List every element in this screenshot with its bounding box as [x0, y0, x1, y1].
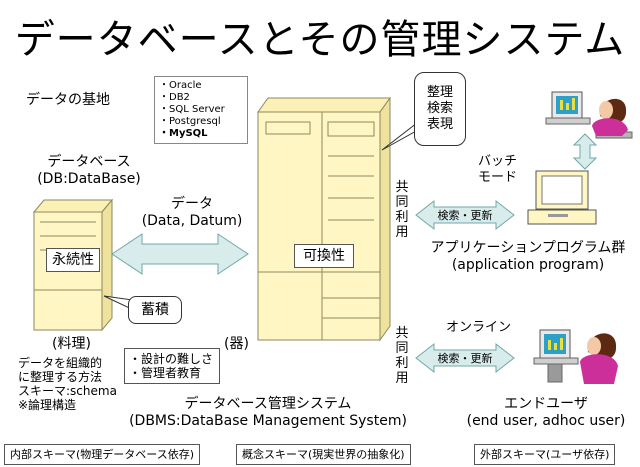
conceptual-schema-label: 概念スキーマ(現実世界の抽象化): [236, 444, 411, 465]
shared-use-char: 同: [395, 341, 409, 356]
callout-line: 検索: [426, 101, 453, 116]
search-update-arrow-top: [415, 199, 515, 231]
dbms-name-label: データベース管理システム (DBMS:DataBase Management S…: [112, 396, 424, 430]
person-top-icon: [545, 91, 633, 139]
vessel-label: (器): [224, 336, 249, 352]
db-heading-line2: (DB:DataBase): [37, 171, 141, 187]
db-heading-line1: データベース: [47, 154, 131, 170]
db-product-item: ・MySQL: [159, 128, 208, 139]
db-product-item: ・DB2: [159, 92, 190, 103]
shared-use-char: 利: [395, 356, 409, 371]
batch-mode-line1: バッチ: [478, 154, 518, 169]
callout-line: 表現: [426, 117, 453, 132]
db-products-list: ・Oracle ・DB2 ・SQL Server ・Postgresql ・My…: [154, 76, 248, 144]
shared-use-char: 用: [395, 225, 409, 240]
cooking-label: (料理): [52, 336, 91, 352]
swappable-label: 可換性: [294, 244, 354, 268]
db-note-line: スキーマ:schema: [18, 384, 117, 398]
data-arrow-line1: データ: [171, 196, 213, 212]
batch-mode-label: バッチ モード: [478, 154, 528, 186]
accumulate-callout: 蓄積: [128, 296, 182, 324]
app-program-line1: アプリケーションプログラム群: [430, 240, 626, 256]
vertical-double-arrow: [572, 133, 598, 170]
end-user-label: エンドユーザ (end user, adhoc user): [456, 396, 636, 430]
page-title: データベースとその管理システム: [14, 17, 626, 63]
dbms-name-line2: (DBMS:DataBase Management System): [129, 413, 407, 429]
dbms-notes-box: ・設計の難しさ ・管理者教育: [124, 348, 220, 384]
shared-use-char: 共: [395, 326, 409, 341]
db-note-line: ※論理構造: [18, 398, 77, 412]
data-arrow-label: データ (Data, Datum): [132, 196, 252, 230]
db-product-item: ・SQL Server: [159, 104, 225, 115]
app-program-label: アプリケーションプログラム群 (application program): [418, 240, 638, 274]
db-product-item: ・Postgresql: [159, 116, 221, 127]
search-update-label-top: 検索・更新: [437, 209, 493, 222]
data-arrow-line2: (Data, Datum): [141, 213, 243, 229]
dbms-server-tower: [257, 96, 391, 342]
dbms-name-line1: データベース管理システム: [184, 396, 352, 412]
dbms-note-line: ・管理者教育: [129, 366, 202, 380]
db-note-line: に整理する方法: [18, 370, 103, 384]
db-product-item: ・Oracle: [159, 80, 202, 91]
search-update-arrow-bottom: [415, 342, 515, 374]
shared-use-char: 共: [395, 180, 409, 195]
data-double-arrow: [111, 233, 249, 275]
shared-use-bottom: 共 同 利 用: [394, 326, 410, 386]
dbms-note-line: ・設計の難しさ: [129, 352, 214, 366]
shared-use-char: 同: [395, 195, 409, 210]
search-update-label-bottom: 検索・更新: [437, 352, 493, 365]
shared-use-char: 利: [395, 210, 409, 225]
data-base-place-label: データの基地: [26, 92, 110, 108]
persistence-label: 永続性: [46, 248, 100, 272]
end-user-line1: エンドユーザ: [504, 396, 588, 412]
db-note-line: データを組織的: [18, 356, 103, 370]
internal-schema-label: 内部スキーマ(物理データベース依存): [4, 444, 201, 465]
shared-use-top: 共 同 利 用: [394, 180, 410, 240]
end-user-line2: (end user, adhoc user): [466, 413, 626, 429]
callout-line: 整理: [426, 85, 453, 100]
dbms-features-callout: 整理 検索 表現: [414, 72, 466, 146]
batch-mode-line2: モード: [478, 170, 518, 185]
person-bottom-icon: [533, 329, 618, 384]
external-schema-label: 外部スキーマ(ユーザ依存): [474, 444, 616, 465]
db-heading: データベース (DB:DataBase): [34, 154, 144, 188]
online-label: オンライン: [446, 320, 512, 335]
app-program-line2: (application program): [451, 257, 605, 273]
db-notes: データを組織的 に整理する方法 スキーマ:schema ※論理構造: [18, 356, 130, 412]
shared-use-char: 用: [395, 371, 409, 386]
app-computer-icon: [527, 170, 597, 225]
